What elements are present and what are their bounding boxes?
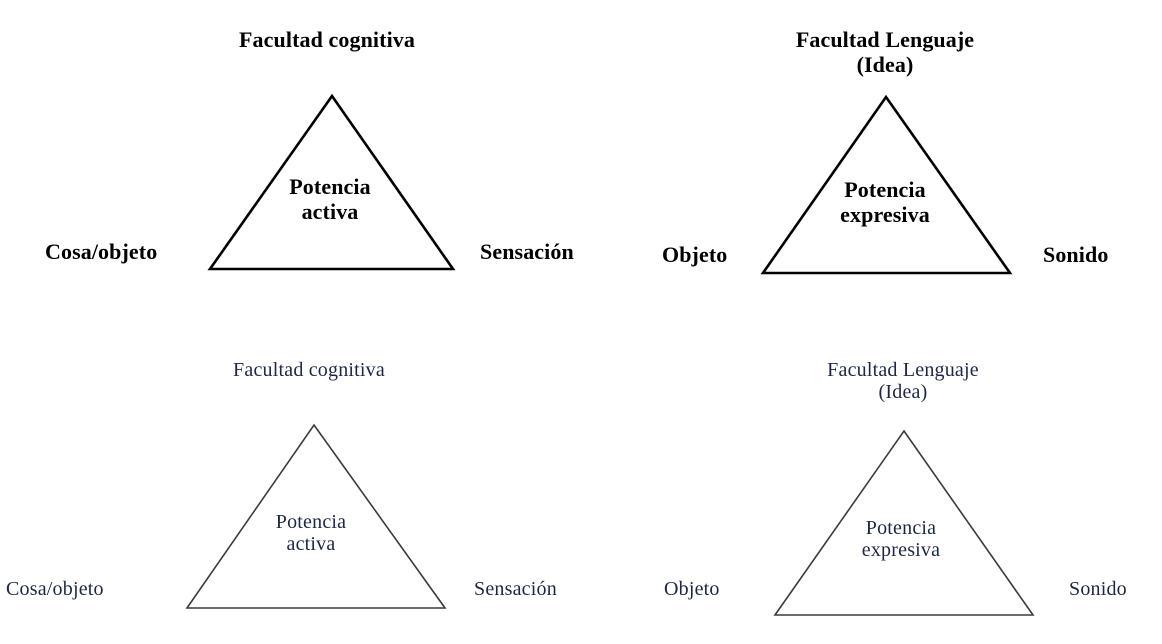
inner-label-line1: Potencia [289,174,371,199]
diagram-title-top-left: Facultad cognitiva [239,27,415,52]
inner-label-line1: Potencia [865,517,937,539]
inner-label-top-left: Potencia activa [289,174,371,224]
diagram-title-line1: Facultad Lenguaje [827,359,979,381]
inner-label-line1: Potencia [275,511,347,533]
right-vertex-label-bottom-right: Sonido [1069,578,1127,600]
right-vertex-label-top-left: Sensación [480,239,574,264]
diagram-title-top-right: Facultad Lenguaje (Idea) [795,27,975,77]
triangle-bottom-left [185,423,447,609]
inner-label-line2: expresiva [861,539,941,562]
inner-label-bottom-left: Potencia activa [276,511,346,556]
diagram-title-bottom-left: Facultad cognitiva [233,359,385,381]
triangle-top-right [760,94,1013,275]
left-vertex-label-bottom-left: Cosa/objeto [6,578,104,600]
triangle-shape [185,423,447,609]
diagram-title-bottom-right: Facultad Lenguaje (Idea) [827,359,979,404]
triangle-shape [207,93,456,271]
right-vertex-label-top-right: Sonido [1043,242,1109,267]
inner-label-top-right: Potencia expresiva [840,177,930,227]
left-vertex-label-top-left: Cosa/objeto [45,239,158,264]
diagram-title-line2: (Idea) [878,381,928,404]
inner-label-line2: expresiva [840,201,930,227]
left-vertex-label-bottom-right: Objeto [664,578,720,600]
inner-label-line2: activa [301,198,359,224]
triangle-bottom-right [773,429,1035,616]
right-vertex-label-bottom-left: Sensación [474,578,557,600]
diagram-title-line1: Facultad Lenguaje [795,27,975,52]
inner-label-line1: Potencia [844,177,926,202]
triangle-top-left [207,93,456,271]
triangle-shape [773,429,1035,616]
inner-label-line2: activa [286,533,336,556]
triangle-shape [760,94,1013,275]
inner-label-bottom-right: Potencia expresiva [862,517,940,562]
left-vertex-label-top-right: Objeto [662,242,728,267]
diagram-title-line2: (Idea) [856,51,914,77]
